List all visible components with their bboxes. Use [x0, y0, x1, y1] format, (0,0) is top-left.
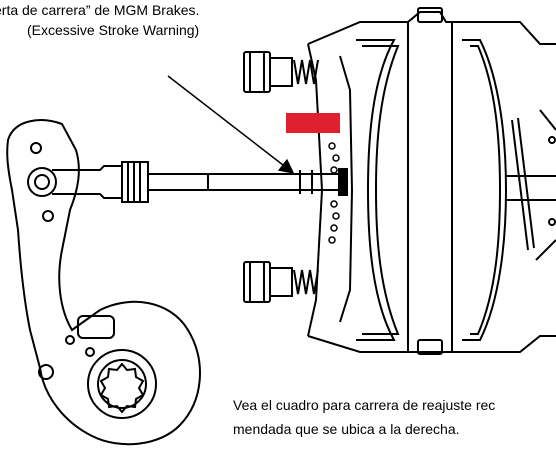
push-plate — [338, 168, 348, 196]
caption-title-line-2: (Excessive Stroke Warning) — [27, 22, 200, 38]
return-spring — [328, 142, 340, 244]
brake-chamber — [307, 7, 556, 355]
caption-title-line-1: erta de carrera” de MGM Brakes. — [0, 2, 200, 18]
slack-adjuster — [6, 119, 201, 446]
caption-note-line-1: Vea el cuadro para carrera de reajuste r… — [233, 397, 496, 413]
stroke-warning-band — [286, 113, 340, 133]
caption-note-line-2: mendada que se ubica a la derecha. — [233, 421, 460, 437]
push-rod — [52, 161, 340, 203]
leader-arrow — [167, 75, 295, 174]
mounting-studs — [243, 51, 319, 303]
